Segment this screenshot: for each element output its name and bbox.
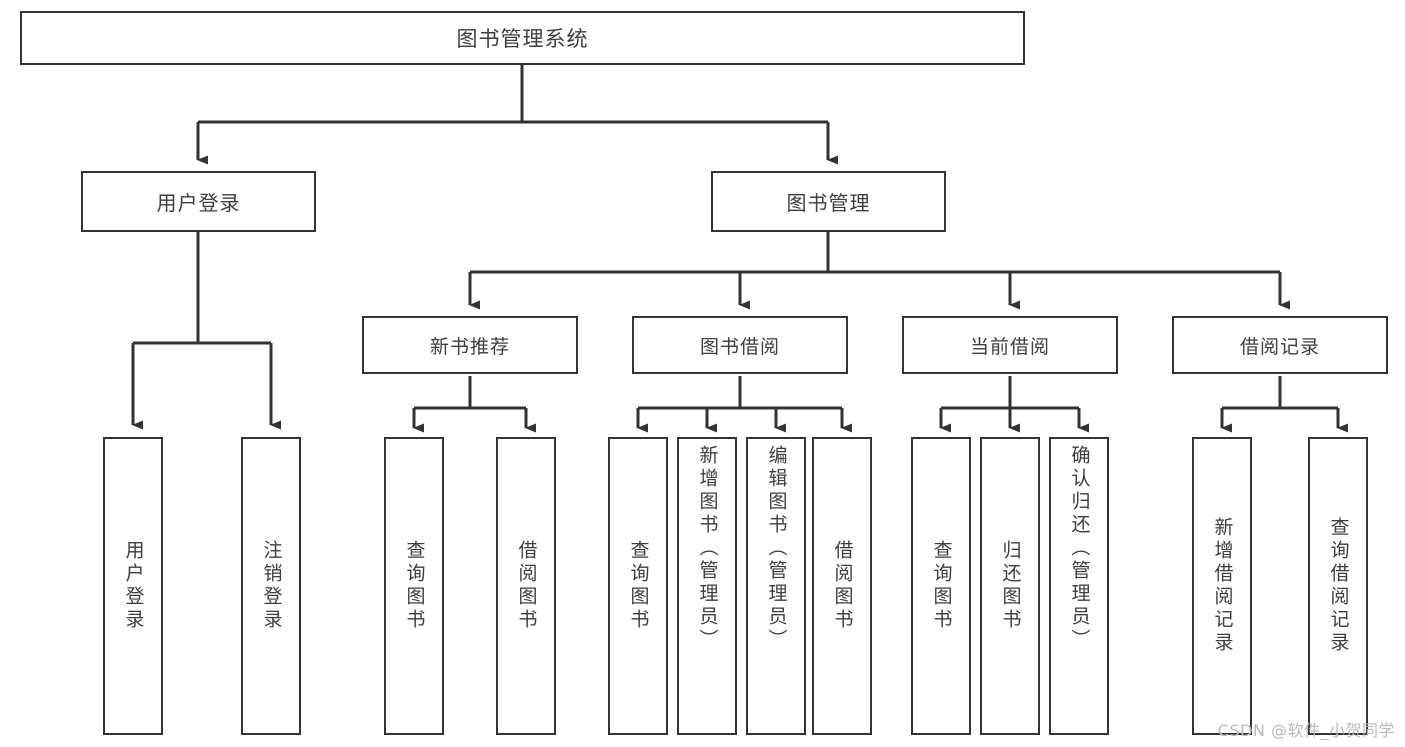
node-label: 图书借阅: [699, 335, 780, 358]
node-root-book-management-system[interactable]: 图书管理系统: [20, 11, 1025, 65]
leaf-label: 编辑图书（管理员）: [765, 445, 788, 652]
leaf-label: 用户登录: [122, 540, 145, 632]
leaf-edit-book-admin[interactable]: 编辑图书（管理员）: [746, 437, 806, 735]
leaf-label: 查询图书: [403, 540, 426, 632]
leaf-query-book-borrow[interactable]: 查询图书: [608, 437, 668, 735]
leaf-label: 新增图书（管理员）: [696, 445, 719, 652]
node-book-management[interactable]: 图书管理: [711, 171, 946, 232]
node-label: 当前借阅: [969, 335, 1050, 358]
leaf-borrow-book-borrow[interactable]: 借阅图书: [812, 437, 872, 735]
leaf-query-borrow-record[interactable]: 查询借阅记录: [1308, 437, 1368, 735]
node-label: 图书管理系统: [456, 27, 589, 51]
node-label: 图书管理: [786, 191, 871, 215]
node-borrow-record[interactable]: 借阅记录: [1172, 316, 1388, 374]
leaf-add-book-admin[interactable]: 新增图书（管理员）: [677, 437, 737, 735]
leaf-label: 注销登录: [260, 540, 283, 632]
leaf-label: 查询图书: [930, 540, 953, 632]
node-new-book-recommend[interactable]: 新书推荐: [362, 316, 578, 374]
node-book-borrow[interactable]: 图书借阅: [632, 316, 848, 374]
leaf-label: 查询借阅记录: [1327, 517, 1350, 655]
leaf-return-book[interactable]: 归还图书: [980, 437, 1040, 735]
leaf-label: 查询图书: [627, 540, 650, 632]
leaf-query-book-current[interactable]: 查询图书: [911, 437, 971, 735]
node-current-borrow[interactable]: 当前借阅: [902, 316, 1118, 374]
node-label: 借阅记录: [1239, 335, 1320, 358]
leaf-label: 新增借阅记录: [1211, 517, 1234, 655]
leaf-query-book-new-recommend[interactable]: 查询图书: [384, 437, 444, 735]
leaf-label: 归还图书: [999, 540, 1022, 632]
node-user-login[interactable]: 用户登录: [81, 171, 316, 232]
leaf-label: 借阅图书: [515, 540, 538, 632]
leaf-label: 确认归还（管理员）: [1068, 445, 1091, 652]
leaf-label: 借阅图书: [831, 540, 854, 632]
csdn-watermark: CSDN @软件_小贺同学: [1217, 721, 1395, 740]
leaf-user-login[interactable]: 用户登录: [103, 437, 163, 735]
node-label: 用户登录: [156, 191, 241, 215]
leaf-confirm-return-admin[interactable]: 确认归还（管理员）: [1049, 437, 1109, 735]
node-label: 新书推荐: [429, 335, 510, 358]
leaf-logout-login[interactable]: 注销登录: [241, 437, 301, 735]
leaf-add-borrow-record[interactable]: 新增借阅记录: [1192, 437, 1252, 735]
leaf-borrow-book-new-recommend[interactable]: 借阅图书: [496, 437, 556, 735]
